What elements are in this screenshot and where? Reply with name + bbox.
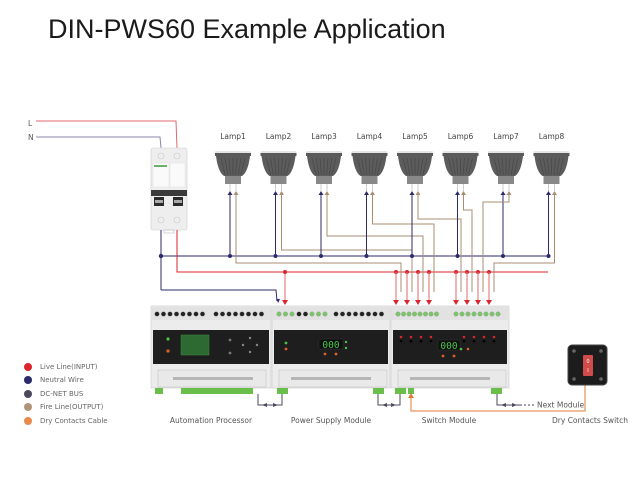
switch-module-display: 000 [440,341,457,352]
lamp-2: Lamp2 [260,132,297,195]
live-input-wire [36,120,178,149]
circuit-breaker [150,147,188,234]
lamp-label: Lamp2 [266,132,292,141]
lamp-8: Lamp8 [533,132,570,195]
fire-line-output [417,195,462,292]
fire-line-output [493,195,555,292]
power-supply-module: 000 [271,305,391,394]
fire-line-output [372,195,435,292]
lamp-label: Lamp1 [220,132,246,141]
dc-net-bus-links [257,394,520,406]
dry-contacts-switch-label: Dry Contacts Switch [552,416,628,425]
lamp-3: Lamp3 [306,132,342,195]
next-module-label: Next Module [537,401,585,410]
rocker-on-mark: I [587,368,588,374]
automation-processor-module [150,305,272,394]
legend-item-dry: Dry Contacts Cable [24,414,108,428]
lamp-6: Lamp6 [442,132,479,195]
fire-line-output [281,195,413,292]
fire-line-output [235,195,402,292]
dry-dot-icon [24,416,32,425]
power-supply-display: 000 [322,340,339,351]
neutral-input-wire [36,136,162,149]
lamp-label: Lamp3 [311,132,337,141]
lamp-7: Lamp7 [488,132,524,195]
dry-contacts-switch[interactable]: 0 I [567,344,608,386]
live-dot-icon [24,362,32,371]
legend-item-fire: Fire Line(OUTPUT) [24,401,108,415]
lamp-5: Lamp5 [397,132,433,195]
lamp-1: Lamp1 [215,132,251,195]
fire-line-output [482,195,510,292]
legend-item-live: Live Line(INPUT) [24,360,108,374]
live-label: L [28,119,33,128]
power-supply-label: Power Supply Module [291,416,372,425]
legend-item-bus: DC-NET BUS [24,387,108,401]
lamp-label: Lamp6 [448,132,474,141]
neutral-dot-icon [24,376,32,385]
lamp-label: Lamp4 [357,132,383,141]
page-title: DIN-PWS60 Example Application [48,14,446,44]
lamp-label: Lamp8 [539,132,565,141]
rocker-off-mark: 0 [586,359,589,365]
switch-module: 000 [390,305,510,394]
fire-line-output [463,195,473,292]
lamp-4: Lamp4 [351,132,388,195]
lamp-label: Lamp5 [402,132,428,141]
lamp-label: Lamp7 [493,132,519,141]
legend: Live Line(INPUT) Neutral Wire DC-NET BUS… [24,360,108,428]
bus-dot-icon [24,389,32,398]
fire-dot-icon [24,403,32,412]
dry-contacts-cable [410,384,586,412]
automation-processor-label: Automation Processor [170,416,253,425]
live-bus-wire [176,230,548,273]
neutral-label: N [28,133,34,142]
legend-item-neutral: Neutral Wire [24,374,108,388]
switch-module-label: Switch Module [422,416,477,425]
fire-line-output [326,195,424,292]
